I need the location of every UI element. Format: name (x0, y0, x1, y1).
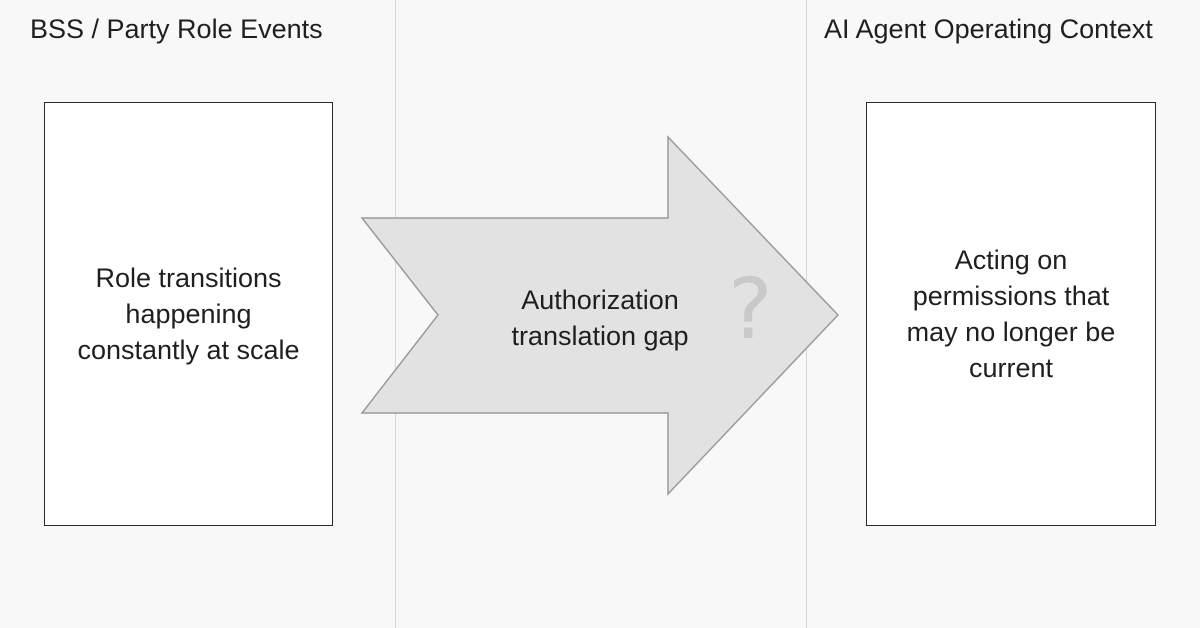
target-box-text: Acting on permissions that may no longer… (906, 245, 1116, 383)
source-box-text: Role transitions happening constantly at… (77, 263, 300, 365)
right-column-title: AI Agent Operating Context (824, 14, 1153, 44)
left-column-title: BSS / Party Role Events (30, 14, 323, 44)
question-mark-icon: ? (728, 260, 773, 358)
arrow-label: Authorization translation gap (511, 285, 689, 351)
source-box: Role transitions happening constantly at… (44, 102, 333, 526)
target-box: Acting on permissions that may no longer… (866, 102, 1156, 526)
column-divider-left (395, 0, 396, 628)
arrow-shape (360, 135, 840, 496)
